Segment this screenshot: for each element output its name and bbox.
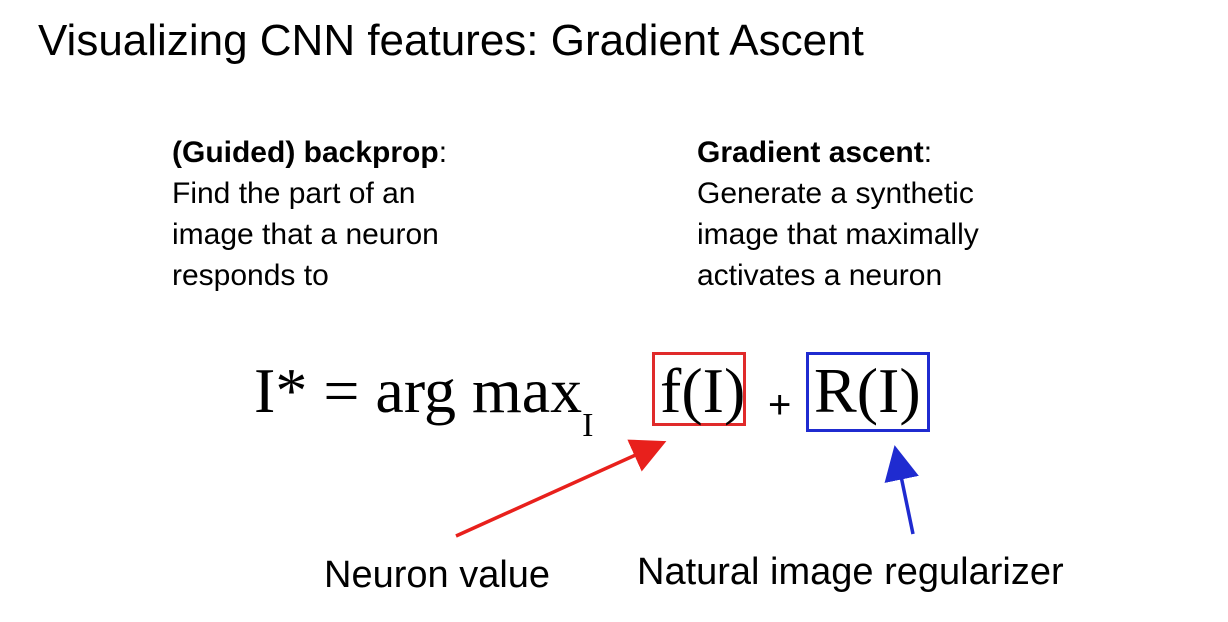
regularizer-box [806,352,930,432]
backprop-line-3: responds to [172,259,329,292]
neuron-value-label: Neuron value [324,554,551,596]
regularizer-label: Natural image regularizer [637,551,1064,593]
gradient-ascent-line-3: activates a neuron [697,259,943,292]
equation-lhs: I* = arg maxI [254,355,593,445]
equation-plus: + [768,383,792,427]
backprop-heading-colon: : [438,136,448,169]
gradient-ascent-heading: Gradient ascent [697,136,924,169]
slide-title: Visualizing CNN features: Gradient Ascen… [38,16,864,65]
equation-term-f: f(I) [660,355,746,426]
backprop-heading: (Guided) backprop [172,136,439,169]
gradient-ascent-heading-colon: : [923,136,933,169]
gradient-ascent-heading-line: Gradient ascent: [697,132,979,173]
backprop-column: (Guided) backprop: Find the part of an i… [172,132,447,296]
gradient-ascent-column: Gradient ascent: Generate a synthetic im… [697,132,979,296]
equation-subscript: I [582,407,594,444]
backprop-line-2: image that a neuron [172,218,439,251]
equation-term-r: R(I) [814,355,921,426]
backprop-heading-line: (Guided) backprop: [172,132,447,173]
backprop-line-1: Find the part of an [172,177,416,210]
neuron-value-arrow [455,439,667,538]
gradient-ascent-line-1: Generate a synthetic [697,177,974,210]
neuron-value-box [652,352,746,426]
regularizer-arrow [884,445,919,535]
equation-argmax: I* = arg max [254,355,583,426]
gradient-ascent-line-2: image that maximally [697,218,979,251]
